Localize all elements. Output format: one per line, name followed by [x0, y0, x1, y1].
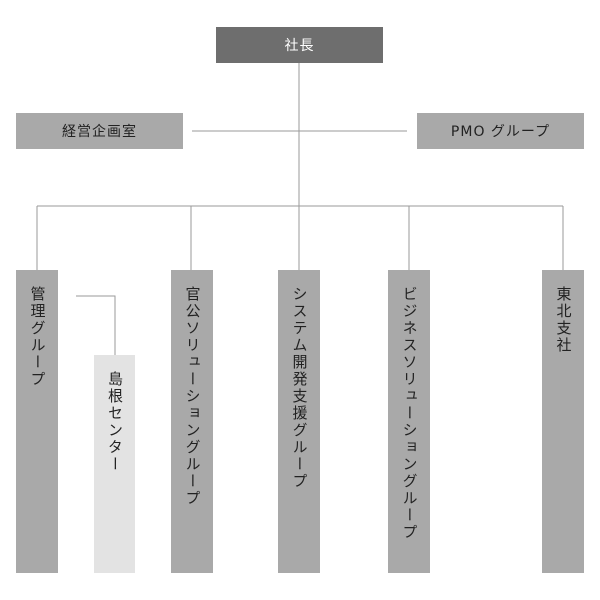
node-tohoku-branch-label: 東北支社 [554, 286, 573, 354]
node-shimane-center: 島根センター [94, 355, 135, 573]
node-president: 社長 [216, 27, 383, 63]
node-business-solution-group: ビジネスソリューショングループ [388, 270, 430, 573]
node-corporate-planning: 経営企画室 [16, 113, 183, 149]
shimane-connector [76, 295, 116, 355]
node-business-solution-group-label: ビジネスソリューショングループ [400, 286, 419, 541]
node-pmo-group: PMO グループ [417, 113, 584, 149]
node-kankou-solution-group-label: 官公ソリューショングループ [183, 286, 202, 507]
node-corporate-planning-label: 経営企画室 [62, 124, 137, 140]
node-shimane-center-label: 島根センター [106, 371, 124, 473]
node-system-dev-support-group-label: システム開発支援グループ [290, 286, 309, 490]
node-system-dev-support-group: システム開発支援グループ [278, 270, 320, 573]
node-pmo-group-label: PMO グループ [450, 124, 551, 140]
node-kankou-solution-group: 官公ソリューショングループ [171, 270, 213, 573]
node-kanri-group-label: 管理グループ [28, 286, 47, 388]
node-president-label: 社長 [284, 38, 315, 54]
node-kanri-group: 管理グループ [16, 270, 58, 573]
node-tohoku-branch: 東北支社 [542, 270, 584, 573]
